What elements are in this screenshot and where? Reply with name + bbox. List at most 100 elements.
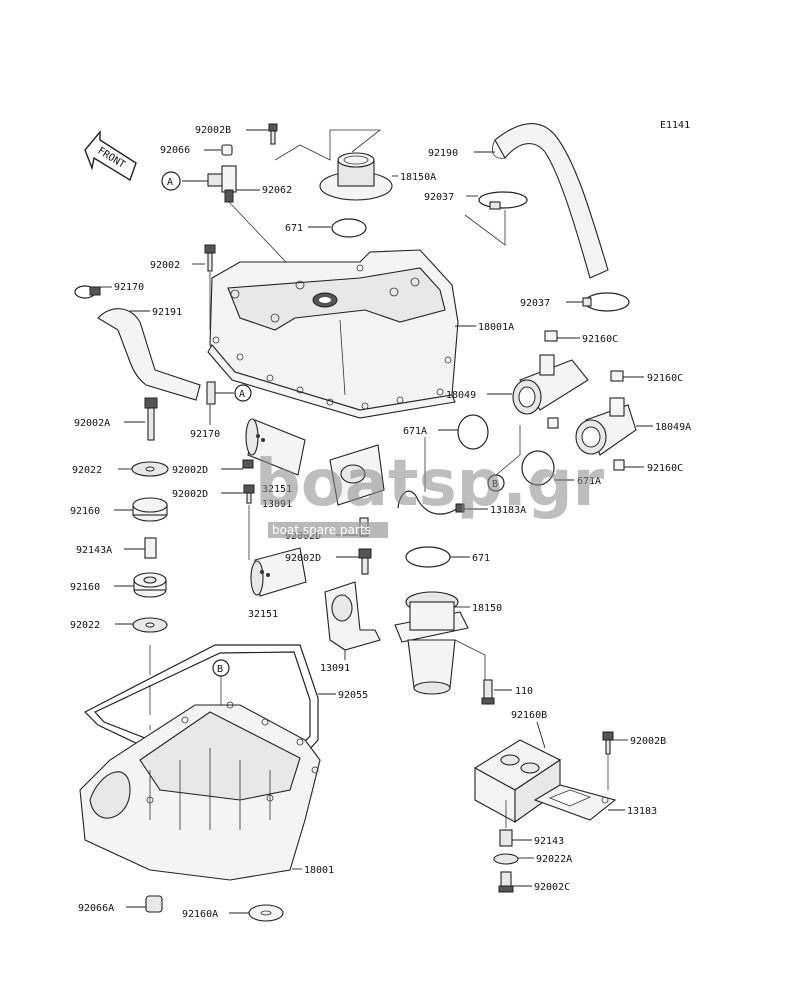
label-32151-2: 32151: [248, 609, 278, 620]
part-92160B-damper: [473, 739, 562, 824]
label-671A-left: 671A: [403, 426, 427, 437]
label-92160B: 92160B: [511, 710, 547, 721]
label-92002D-2: 92002D: [172, 489, 208, 500]
part-92002C-bolt: [498, 871, 514, 893]
label-92160C-3: 92160C: [647, 463, 683, 474]
label-671-top: 671: [285, 223, 303, 234]
label-92143: 92143: [534, 836, 564, 847]
callout-a-mid-text: A: [239, 389, 245, 400]
part-671-oring-bottom: [405, 546, 451, 568]
label-92143A: 92143A: [76, 545, 112, 556]
part-92191-hose: [97, 308, 201, 401]
part-92160C-grommet-1: [544, 330, 558, 342]
label-18150: 18150: [472, 603, 502, 614]
label-18150A: 18150A: [400, 172, 436, 183]
label-92055: 92055: [338, 690, 368, 701]
part-92002A-bolt: [144, 397, 158, 441]
label-13091-1: 13091: [262, 499, 292, 510]
label-92002-left: 92002: [150, 260, 180, 271]
label-18049: 18049: [446, 390, 476, 401]
part-92066-plug: [221, 144, 233, 156]
label-18001: 18001: [304, 865, 334, 876]
part-92002B-bolt-bottom: [602, 731, 614, 755]
watermark-tagline: boat spare parts: [272, 523, 371, 537]
part-92022-washer-2: [132, 617, 168, 633]
label-671-bottom: 671: [472, 553, 490, 564]
callout-a-top-text: A: [167, 177, 173, 188]
part-92160-grommet-1: [132, 497, 168, 522]
label-92002D-4: 92002D: [285, 553, 321, 564]
part-92037-clamp-mid: [582, 292, 630, 312]
label-92190: 92190: [428, 148, 458, 159]
label-92037-mid: 92037: [520, 298, 550, 309]
part-13091-bracket-bottom: [324, 581, 381, 651]
part-18049-intake: [512, 354, 589, 429]
callout-a-mid: [234, 384, 252, 402]
label-92022-1: 92022: [72, 465, 102, 476]
part-13183-plate: [533, 784, 617, 821]
label-92170-mid: 92170: [190, 429, 220, 440]
label-92002B-bottom: 92002B: [630, 736, 666, 747]
part-92170-clamp-mid: [206, 381, 216, 405]
part-92170-clamp-top: [74, 285, 101, 299]
label-92160A: 92160A: [182, 909, 218, 920]
callout-a-top: [161, 171, 181, 191]
label-92066: 92066: [160, 145, 190, 156]
part-92143A-collar: [144, 537, 157, 559]
label-32151-1: 32151: [262, 484, 292, 495]
label-92066A: 92066A: [78, 903, 114, 914]
label-92002A: 92002A: [74, 418, 110, 429]
label-92002D-1: 92002D: [172, 465, 208, 476]
part-92160A-washer: [248, 904, 284, 922]
part-92002D-bolt-4: [358, 548, 372, 575]
part-18049A-intake: [575, 397, 637, 471]
label-92002B-top: 92002B: [195, 125, 231, 136]
part-92022A-washer: [493, 853, 519, 865]
label-671A-right: 671A: [577, 476, 601, 487]
label-92191: 92191: [152, 307, 182, 318]
part-92160C-grommet-2: [610, 370, 624, 382]
part-92066A-plug: [145, 895, 163, 913]
part-671A-oring-left: [457, 414, 489, 450]
part-92002-bolt: [204, 244, 216, 272]
label-92160C-2: 92160C: [647, 373, 683, 384]
part-92055-gasket: [83, 644, 319, 761]
label-92037-top: 92037: [424, 192, 454, 203]
part-92160-grommet-2: [133, 572, 167, 598]
part-92002D-bolt-2: [243, 484, 255, 504]
part-32151-filter-2: [250, 547, 307, 597]
label-92160C-1: 92160C: [582, 334, 618, 345]
part-18150A-flange: [319, 152, 393, 201]
label-92062: 92062: [262, 185, 292, 196]
label-92160-1: 92160: [70, 506, 100, 517]
part-92143-collar: [499, 829, 513, 847]
label-92022A: 92022A: [536, 854, 572, 865]
watermark-logo: boatsp.gr boat spare parts: [255, 447, 605, 538]
part-18150-duct: [394, 591, 469, 695]
label-92170-top: 92170: [114, 282, 144, 293]
part-92062-valve: [207, 165, 237, 203]
callout-b-mid-text: B: [492, 479, 498, 490]
label-13183A: 13183A: [490, 505, 526, 516]
diagram-code: E1141: [660, 120, 690, 131]
part-92002B-top: [268, 123, 278, 145]
part-13091-bracket-top: [329, 444, 385, 506]
label-13183: 13183: [627, 806, 657, 817]
part-92022-washer-1: [131, 461, 169, 477]
part-13183A-wire: [397, 490, 465, 515]
label-92002C: 92002C: [534, 882, 570, 893]
part-671-oring-top: [331, 218, 367, 238]
part-110-bolt: [481, 679, 495, 705]
label-18001A: 18001A: [478, 322, 514, 333]
part-18001-oil-pan: [79, 701, 321, 881]
front-direction-arrow-icon: FRONT: [84, 130, 137, 182]
label-92022-2: 92022: [70, 620, 100, 631]
callout-b-bottom-text: B: [217, 664, 223, 675]
part-92037-clamp-top: [478, 191, 528, 210]
part-18001A-airbox-cover: [207, 249, 459, 419]
part-92190-hose: [492, 122, 609, 279]
watermark-brand: boatsp.gr: [255, 447, 605, 521]
part-92002D-bolt-1: [242, 459, 254, 469]
